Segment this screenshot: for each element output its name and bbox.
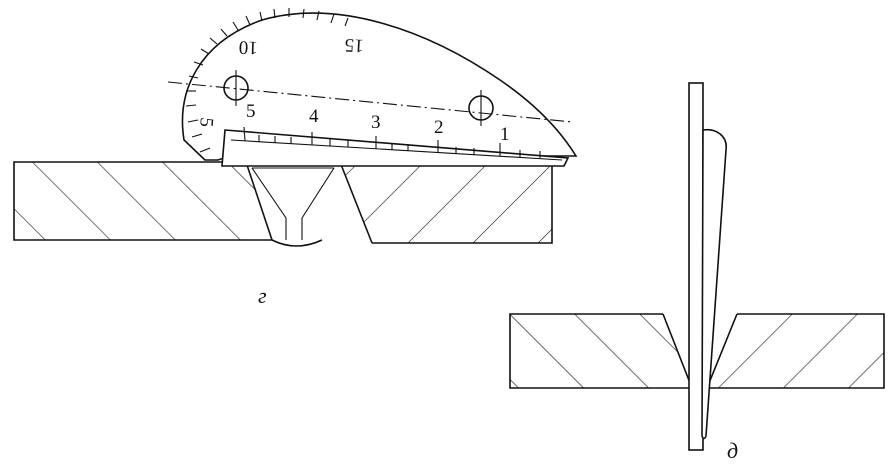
gauge-hole-left: [223, 70, 249, 106]
gauge-center-line: [167, 81, 573, 123]
arc-scale-ticks: [185, 8, 349, 153]
left-plate: [13, 161, 273, 241]
d-left-plate: [509, 313, 693, 389]
ruler-label-1: 1: [500, 124, 510, 145]
gauge-ruler: [221, 126, 570, 167]
gauge-body: [167, 8, 578, 161]
ruler-label-2: 2: [434, 117, 444, 138]
ruler-label-5: 5: [246, 101, 256, 122]
right-plate: [339, 137, 553, 244]
caption-d: д: [727, 438, 738, 461]
feeler-strip: [688, 82, 704, 451]
ruler-label-4: 4: [309, 106, 319, 127]
d-right-plate: [706, 313, 885, 389]
ruler-ticks: [243, 126, 541, 158]
feeler-wedge: [701, 128, 727, 440]
caption-g: г: [258, 283, 267, 308]
gap-gauge-figure: д: [509, 82, 885, 463]
arc-label-5: 5: [195, 117, 217, 128]
arc-label-15: 15: [344, 34, 364, 56]
gauge-hole-right: [468, 90, 494, 126]
weld-gauge-figure: 1 2 3 4 5 5 10 15 г: [13, 8, 578, 308]
ruler-label-3: 3: [371, 112, 381, 133]
arc-label-10: 10: [238, 36, 258, 58]
